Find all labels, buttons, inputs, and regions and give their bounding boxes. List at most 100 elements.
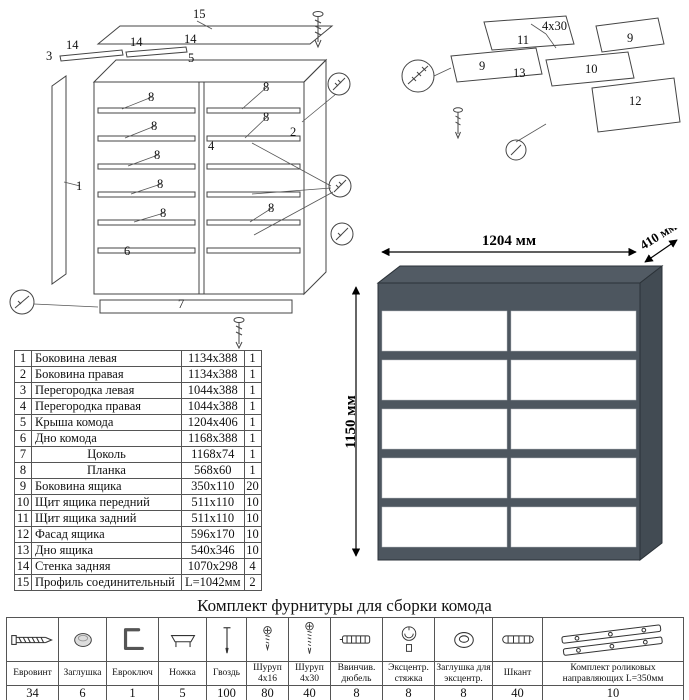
parts-num: 12 <box>14 526 32 543</box>
parts-name: Щит ящика передний <box>31 494 182 511</box>
cam-lock-icon <box>382 617 435 662</box>
hardware-item-qty: 40 <box>288 685 331 700</box>
hardware-kit-title: Комплект фурнитуры для сборки комода <box>197 596 492 615</box>
parts-qty: 1 <box>243 414 262 431</box>
parts-name: Фасад ящика <box>31 526 182 543</box>
parts-num: 7 <box>14 446 32 463</box>
parts-name: Крыша комода <box>31 414 182 431</box>
fastener-callout-icons <box>9 11 354 350</box>
drawer-front <box>381 359 508 401</box>
part-number-label: 13 <box>513 66 526 80</box>
parts-qty: 2 <box>243 574 262 591</box>
hardware-item-qty: 80 <box>246 685 289 700</box>
parts-name: Дно ящика <box>31 542 182 559</box>
parts-num: 2 <box>14 366 32 383</box>
parts-num: 14 <box>14 558 32 575</box>
parts-name: Боковина правая <box>31 366 182 383</box>
drawer-front <box>510 359 637 401</box>
leg-icon <box>158 617 207 662</box>
rail-icon <box>542 617 684 662</box>
part-number-label: 14 <box>184 32 197 46</box>
screw-4x30-icon <box>288 617 331 662</box>
hardware-item-qty: 40 <box>492 685 543 700</box>
part-number-label: 3 <box>46 49 52 63</box>
part-number-label: 14 <box>130 35 143 49</box>
hardware-item-qty: 10 <box>542 685 684 700</box>
part-number-label: 10 <box>585 62 598 76</box>
hardware-item-name: Ввинчив. дюбель <box>330 661 383 686</box>
parts-size: 1204x406 <box>181 414 245 431</box>
parts-name: Щит ящика задний <box>31 510 182 527</box>
parts-num: 11 <box>14 510 32 527</box>
drawer-front <box>510 457 637 499</box>
part-number-label: 8 <box>268 201 274 215</box>
part-number-label: 9 <box>627 31 633 45</box>
hardware-item-name: Евроключ <box>106 661 159 686</box>
part-number-label: 8 <box>151 119 157 133</box>
parts-qty: 20 <box>243 478 262 495</box>
part-number-label: 4x30 <box>542 19 567 33</box>
parts-num: 13 <box>14 542 32 559</box>
depth-dimension-arrow <box>644 239 678 263</box>
parts-num: 4 <box>14 398 32 415</box>
hardware-item-name: Комплект роликовых направляющих L=350мм <box>542 661 684 686</box>
hardware-item-qty: 8 <box>330 685 383 700</box>
parts-name: Цоколь <box>31 446 182 463</box>
dresser-top <box>376 265 664 284</box>
height-dimension-label: 1150 мм <box>343 395 359 448</box>
parts-name: Боковина левая <box>31 350 182 367</box>
depth-dimension-label: 410 мм <box>637 228 679 253</box>
part-number-label: 8 <box>263 80 269 94</box>
parts-num: 5 <box>14 414 32 431</box>
parts-qty: 10 <box>243 526 262 543</box>
dowel-screw-icon <box>330 617 383 662</box>
hardware-item-name: Заглушка <box>58 661 107 686</box>
parts-qty: 10 <box>243 510 262 527</box>
part-number-label: 12 <box>629 94 642 108</box>
hardware-item-name: Шкант <box>492 661 543 686</box>
screw-4x16-icon <box>246 617 289 662</box>
parts-size: 511x110 <box>181 510 245 527</box>
parts-size: 1070x298 <box>181 558 245 575</box>
width-dimension-label: 1204 мм <box>482 233 536 249</box>
hardware-item-name: Шуруп 4x30 <box>288 661 331 686</box>
part-number-label: 8 <box>148 90 154 104</box>
hardware-row <box>6 617 684 662</box>
cap-icon <box>58 617 107 662</box>
cam-cap-icon <box>434 617 493 662</box>
parts-name: Планка <box>31 462 182 479</box>
hardware-item-qty: 6 <box>58 685 107 700</box>
parts-qty: 4 <box>243 558 262 575</box>
parts-size: 1044x388 <box>181 398 245 415</box>
drawer-front <box>381 506 508 548</box>
part-number-label: 9 <box>479 59 485 73</box>
parts-qty: 1 <box>243 446 262 463</box>
part-number-label: 14 <box>66 38 79 52</box>
parts-qty: 1 <box>243 382 262 399</box>
part-number-label: 2 <box>290 125 296 139</box>
part-number-label: 8 <box>157 177 163 191</box>
part-number-label: 7 <box>178 297 184 311</box>
dresser-illustration: 1204 мм 410 мм 1150 мм <box>343 228 680 562</box>
parts-qty: 1 <box>243 430 262 447</box>
drawer-front <box>381 408 508 450</box>
parts-num: 1 <box>14 350 32 367</box>
hardware-item-name: Заглушка для эксцентр. <box>434 661 493 686</box>
part-number-label: 8 <box>263 110 269 124</box>
